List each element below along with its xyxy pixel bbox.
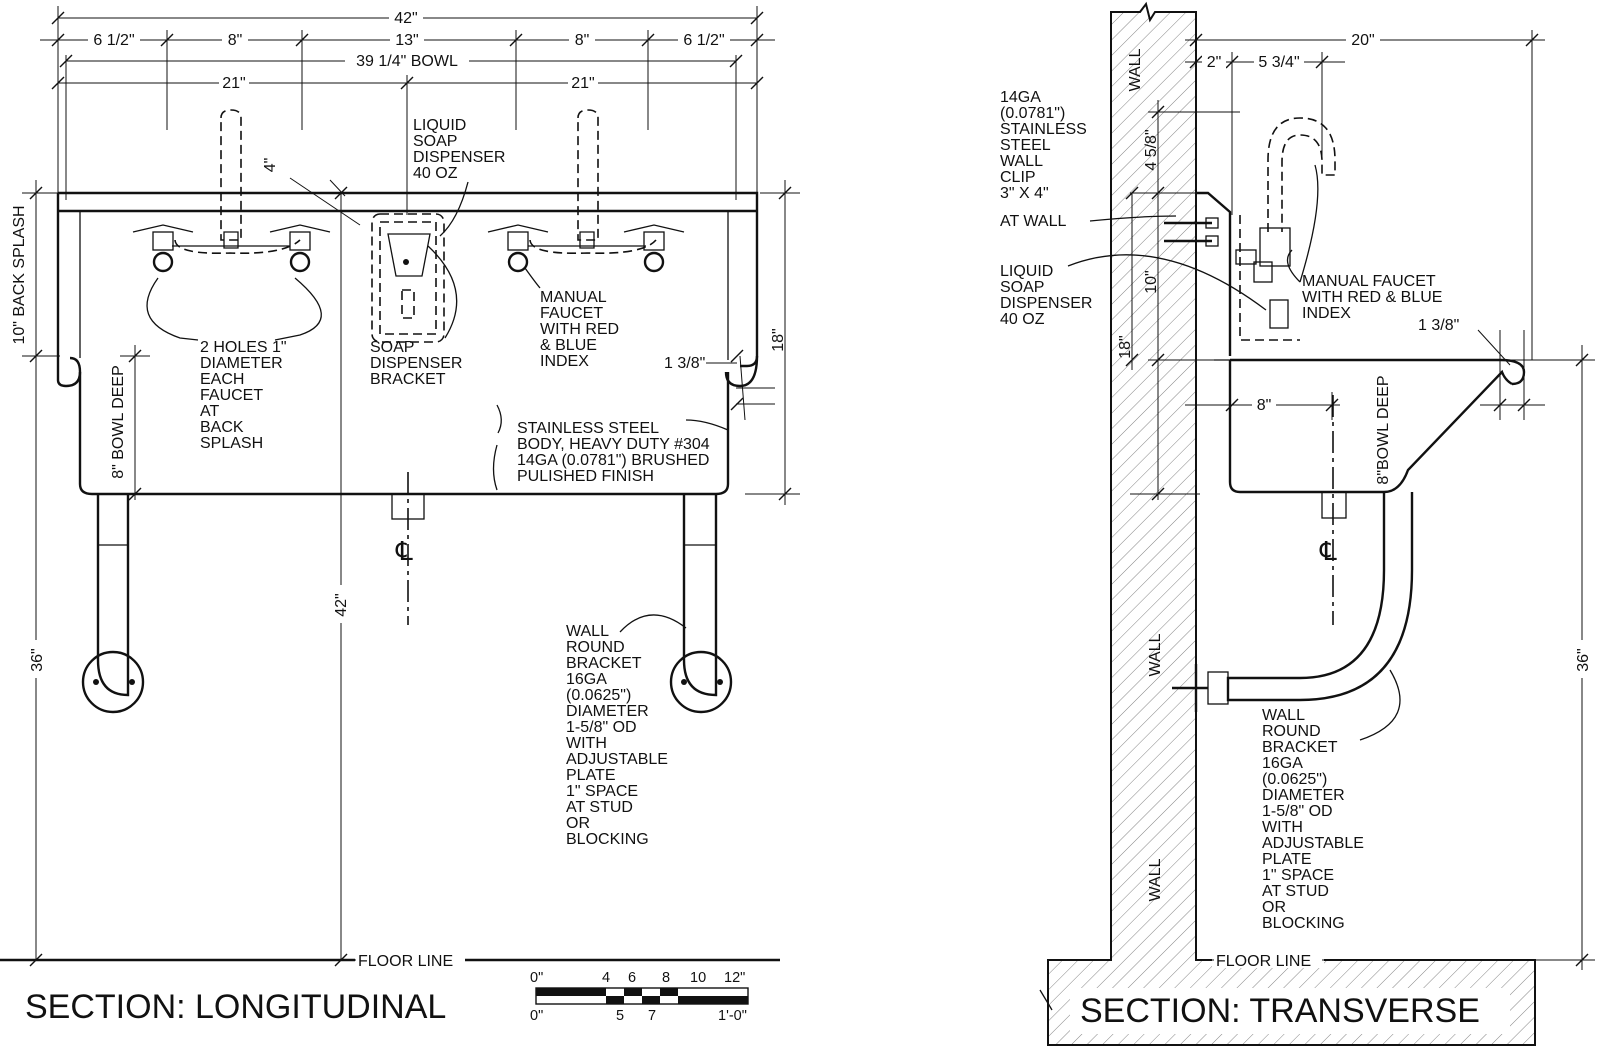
wall-label-middle: WALL bbox=[1147, 633, 1164, 676]
dim-faucet-reach: 5 3/4" bbox=[1258, 54, 1299, 71]
scale-bottom-5: 5 bbox=[616, 1008, 624, 1024]
note-bracket-longitudinal-text: WALL ROUND BRACKET 16GA (0.0625") DIAMET… bbox=[566, 623, 672, 848]
dim-wall-gap: 2" bbox=[1207, 54, 1222, 71]
transverse-dims-right: 36" 1 3/8" bbox=[1418, 317, 1595, 970]
floor-line-transverse: FLOOR LINE bbox=[1200, 950, 1336, 970]
transverse-dims-top: 20" 2" 5 3/4" bbox=[1185, 30, 1545, 360]
note-faucet-transverse: MANUAL FAUCET WITH RED & BLUE INDEX bbox=[1286, 164, 1447, 322]
note-bracket-transverse-text: WALL ROUND BRACKET 16GA (0.0625") DIAMET… bbox=[1262, 707, 1368, 932]
dim-height-18-right: 18" bbox=[770, 328, 787, 351]
scale-top-10: 10 bbox=[690, 970, 706, 986]
dim-seg-3: 13" bbox=[395, 32, 418, 49]
dim-seg-4: 8" bbox=[575, 32, 590, 49]
title-transverse: SECTION: TRANSVERSE bbox=[1080, 992, 1480, 1030]
dimension-height-18: 18" 1 3/8" bbox=[664, 180, 800, 505]
wall: WALL WALL WALL bbox=[1039, 1, 1536, 1046]
scale-bar: 0" 4 6 8 10 12" 0" 5 7 1'-0" bbox=[530, 970, 749, 1024]
note-soap-transverse: LIQUID SOAP DISPENSER 40 OZ bbox=[1000, 254, 1267, 328]
note-soap-dispenser: LIQUID SOAP DISPENSER 40 OZ bbox=[413, 117, 510, 237]
transverse-dims-bowl: 8" 8"BOWL DEEP bbox=[1185, 375, 1392, 485]
section-longitudinal: 42" 6 1/2" 8" 13" 8" 6 1/2" bbox=[0, 6, 800, 1026]
dim-height-18-transverse: 18" bbox=[1117, 335, 1134, 358]
scale-top-6: 6 bbox=[628, 970, 636, 986]
dimension-left-vertical: 10" BACK SPLASH 36" bbox=[11, 180, 60, 967]
note-body: STAINLESS STEEL BODY, HEAVY DUTY #304 14… bbox=[492, 404, 729, 491]
note-bracket-transverse: WALL ROUND BRACKET 16GA (0.0625") DIAMET… bbox=[1262, 669, 1401, 932]
dim-height-36-transverse: 36" bbox=[1575, 648, 1592, 671]
note-holes-text: 2 HOLES 1" DIAMETER EACH FAUCET AT BACK … bbox=[200, 339, 291, 452]
leg-left bbox=[81, 494, 145, 714]
note-soap-dispenser-text: LIQUID SOAP DISPENSER 40 OZ bbox=[413, 117, 510, 182]
scale-top-12: 12" bbox=[724, 970, 745, 986]
note-faucet-transverse-text: MANUAL FAUCET WITH RED & BLUE INDEX bbox=[1302, 273, 1447, 322]
dim-splash-height: 10" bbox=[1143, 270, 1160, 293]
dim-half-right: 21" bbox=[571, 75, 594, 92]
bracket-pipe bbox=[1172, 492, 1414, 712]
note-faucet-longitudinal-text: MANUAL FAUCET WITH RED & BLUE INDEX bbox=[540, 289, 624, 370]
dim-clip-height: 4 5/8" bbox=[1143, 129, 1160, 170]
faucet-left bbox=[132, 109, 331, 273]
note-wall-clip: 14GA (0.0781") STAINLESS STEEL WALL CLIP… bbox=[1000, 89, 1177, 230]
note-soap-bracket: SOAP DISPENSER BRACKET bbox=[370, 245, 467, 388]
scale-top-0: 0" bbox=[530, 970, 543, 986]
scale-bottom-7: 7 bbox=[648, 1008, 656, 1024]
dimension-halves: 21" 21" bbox=[51, 74, 764, 215]
dimension-4in: 4" bbox=[262, 158, 361, 226]
scale-top-8: 8 bbox=[662, 970, 670, 986]
soap-dispenser bbox=[371, 213, 445, 343]
wall-label-top: WALL bbox=[1127, 48, 1144, 91]
dim-back-splash: 10" BACK SPLASH bbox=[11, 205, 28, 344]
drain: ℄ bbox=[391, 472, 425, 625]
dimension-height-42: 42" bbox=[332, 186, 350, 967]
dimension-overall: 42" bbox=[51, 6, 764, 195]
note-soap-transverse-text: LIQUID SOAP DISPENSER 40 OZ bbox=[1000, 263, 1097, 328]
floor-line-label-transverse: FLOOR LINE bbox=[1216, 953, 1311, 970]
drain-side: ℄ bbox=[1319, 395, 1347, 625]
dim-bowl-deep: 8" BOWL DEEP bbox=[110, 365, 127, 479]
scale-top-4: 4 bbox=[602, 970, 610, 986]
dimension-bowl: 39 1/4" BOWL bbox=[59, 52, 743, 200]
note-wall-clip-text: 14GA (0.0781") STAINLESS STEEL WALL CLIP… bbox=[1000, 89, 1091, 230]
dim-bowl-width: 39 1/4" BOWL bbox=[356, 53, 458, 70]
dim-seg-1: 6 1/2" bbox=[93, 32, 134, 49]
dim-overall-42: 42" bbox=[394, 10, 417, 27]
dimension-segments: 6 1/2" 8" 13" 8" 6 1/2" bbox=[40, 30, 775, 130]
note-body-text: STAINLESS STEEL BODY, HEAVY DUTY #304 14… bbox=[517, 420, 714, 485]
dim-bowl-front: 8" bbox=[1257, 397, 1272, 414]
wall-label-bottom: WALL bbox=[1147, 858, 1164, 901]
sink-profile bbox=[1164, 191, 1526, 494]
note-bracket-longitudinal: WALL ROUND BRACKET 16GA (0.0625") DIAMET… bbox=[566, 614, 687, 848]
dim-height-36-left: 36" bbox=[29, 648, 46, 671]
dim-height-42: 42" bbox=[333, 593, 350, 616]
faucet-right bbox=[487, 109, 685, 273]
scale-bottom-0: 0" bbox=[530, 1008, 543, 1024]
dim-backsplash-offset: 4" bbox=[262, 158, 279, 173]
section-transverse: WALL WALL WALL bbox=[1000, 1, 1595, 1046]
centerline-symbol-transverse: ℄ bbox=[1319, 536, 1337, 566]
title-longitudinal: SECTION: LONGITUDINAL bbox=[25, 988, 446, 1026]
dim-bowl-deep-transverse: 8"BOWL DEEP bbox=[1375, 375, 1392, 484]
note-holes: 2 HOLES 1" DIAMETER EACH FAUCET AT BACK … bbox=[146, 277, 322, 452]
transverse-dims-left: 4 5/8" 10" 18" bbox=[1117, 100, 1240, 501]
dim-seg-5: 6 1/2" bbox=[683, 32, 724, 49]
dim-depth-20: 20" bbox=[1351, 32, 1374, 49]
dimension-bowl-deep: 8" BOWL DEEP bbox=[110, 345, 150, 501]
floor-line-longitudinal: FLOOR LINE bbox=[0, 950, 780, 970]
dim-rim-longitudinal: 1 3/8" bbox=[664, 355, 705, 372]
dim-seg-2: 8" bbox=[228, 32, 243, 49]
note-faucet-longitudinal: MANUAL FAUCET WITH RED & BLUE INDEX bbox=[524, 267, 624, 370]
leg-right bbox=[669, 494, 733, 714]
note-soap-bracket-text: SOAP DISPENSER BRACKET bbox=[370, 339, 467, 388]
centerline-symbol: ℄ bbox=[395, 536, 413, 566]
faucet-side bbox=[1235, 117, 1336, 341]
floor-line-label-longitudinal: FLOOR LINE bbox=[358, 953, 453, 970]
dim-rim-transverse: 1 3/8" bbox=[1418, 317, 1459, 334]
scale-bottom-1ft: 1'-0" bbox=[718, 1008, 747, 1024]
dim-half-left: 21" bbox=[222, 75, 245, 92]
